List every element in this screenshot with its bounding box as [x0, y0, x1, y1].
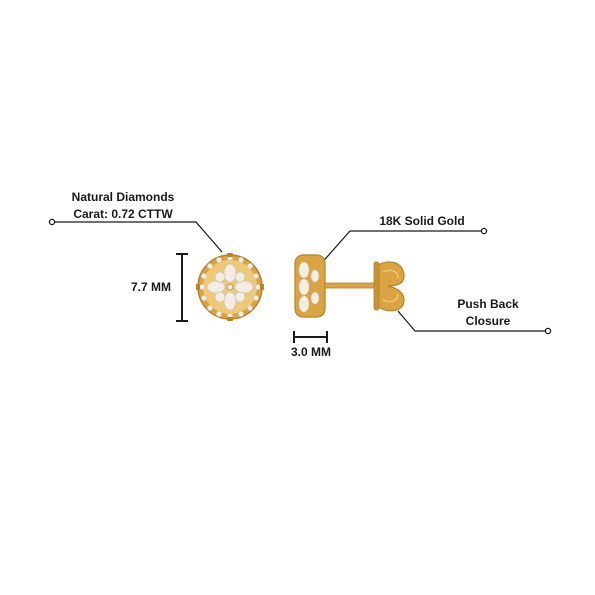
- depth-measurement-label: 3.0 MM: [285, 344, 337, 361]
- depth-measurement-text: 3.0 MM: [290, 345, 331, 359]
- closure-label-line1: Push Back: [457, 297, 519, 311]
- earring-side-view: [294, 254, 405, 318]
- diamonds-label-line1: Natural Diamonds: [71, 190, 175, 204]
- diamonds-callout-line: [48, 218, 223, 253]
- diamonds-label: Natural Diamonds Carat: 0.72 CTTW: [68, 189, 178, 223]
- earring-front-view: [196, 253, 264, 321]
- closure-label: Push Back Closure: [450, 296, 526, 330]
- gold-label-text: 18K Solid Gold: [379, 214, 465, 228]
- diamonds-label-line2: Carat: 0.72 CTTW: [73, 207, 173, 221]
- gold-label: 18K Solid Gold: [374, 213, 470, 230]
- height-measurement-text: 7.7 MM: [130, 280, 171, 294]
- gold-callout-line: [318, 227, 488, 267]
- closure-label-line2: Closure: [465, 314, 511, 328]
- closure-callout-line: [397, 310, 552, 335]
- height-dimension-bracket: [176, 253, 188, 322]
- depth-dimension-bracket: [293, 331, 328, 343]
- height-measurement-label: 7.7 MM: [126, 279, 176, 296]
